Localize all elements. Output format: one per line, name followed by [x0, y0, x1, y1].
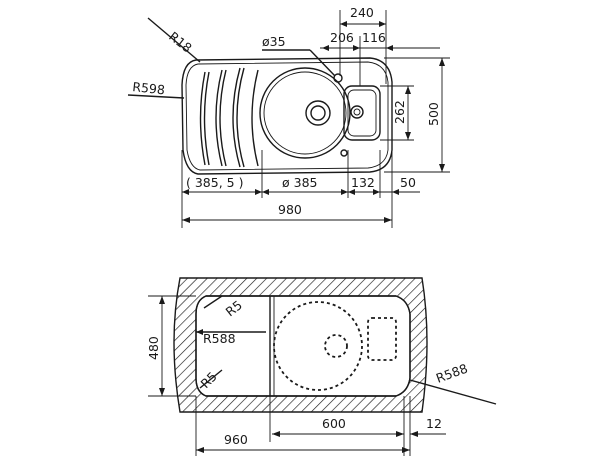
- main-bowl: [259, 67, 351, 159]
- small-bowl: [343, 85, 381, 141]
- top-view: R18 R598 ø35 240 206 116 500 262: [127, 5, 450, 228]
- label-dim980: 980: [278, 202, 302, 217]
- label-dim960: 960: [224, 432, 248, 447]
- label-dim600: 600: [322, 416, 346, 431]
- tap-hole: [333, 73, 343, 83]
- sink-inner-outline: [185, 61, 389, 171]
- cutout-opening: [195, 295, 411, 397]
- hidden-bowl: [273, 301, 363, 391]
- label-r588-left: R588: [203, 331, 236, 346]
- label-dim385-5: ( 385, 5 ): [186, 175, 243, 190]
- hidden-drain: [324, 334, 348, 358]
- label-dim480: 480: [146, 336, 161, 360]
- label-dim240: 240: [350, 5, 374, 20]
- small-bowl-inner: [347, 89, 377, 137]
- hidden-small-bowl: [367, 317, 397, 361]
- label-dim12: 12: [426, 416, 442, 431]
- label-dim116: 116: [362, 30, 386, 45]
- label-r5-top: R5: [223, 297, 245, 319]
- main-drain-outer: [305, 100, 331, 126]
- label-dia35: ø35: [262, 34, 286, 49]
- label-r588-right: R588: [434, 361, 470, 386]
- sink-outline: [181, 57, 393, 175]
- overflow-hole: [340, 149, 348, 157]
- label-r18: R18: [166, 29, 195, 56]
- label-dim206: 206: [330, 30, 354, 45]
- small-drain: [350, 105, 364, 119]
- cutout-view: R5 R588 R5 R588 480 600 12 960: [146, 277, 497, 456]
- label-dim132: 132: [351, 175, 375, 190]
- drainer-grooves: [199, 67, 259, 168]
- small-drain-core: [353, 108, 361, 116]
- label-dim50: 50: [400, 175, 416, 190]
- label-dim262: 262: [392, 100, 407, 124]
- label-dia385: ø 385: [282, 175, 317, 190]
- label-r598: R598: [132, 79, 166, 97]
- main-drain-inner: [310, 105, 326, 121]
- main-bowl-inner: [263, 71, 347, 155]
- label-dim500: 500: [426, 102, 441, 126]
